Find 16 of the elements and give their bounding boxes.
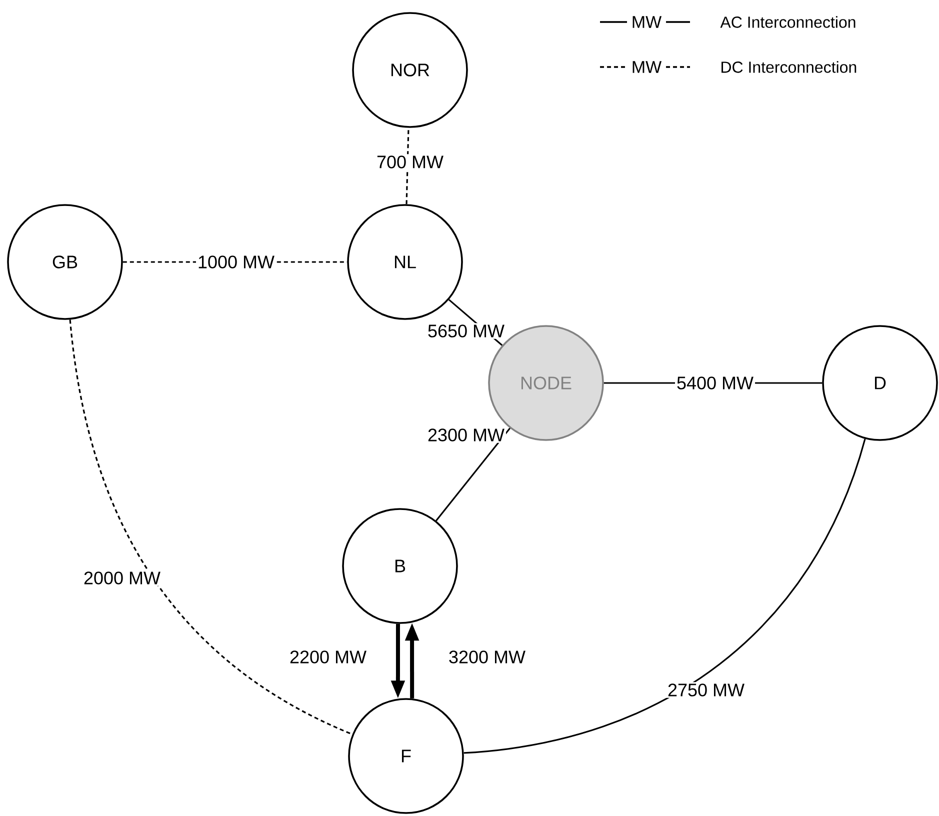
edge-label: 1000 MW [196,254,276,270]
connector-line [436,428,511,522]
edge-label: 2200 MW [288,649,368,665]
legend-text: DC Interconnection [722,61,856,73]
connector-line [69,320,353,736]
legend-text: AC Interconnection [720,16,856,28]
edge-label: 2000 MW [82,570,162,586]
legend-sample: MW [599,61,691,73]
edge-label: 700 MW [375,154,446,170]
edge-label: 3200 MW [447,649,528,665]
edge-label: 2750 MW [666,682,746,698]
legend-sample: MW [599,16,691,28]
edge-label: 5650 MW [426,323,506,339]
connector-line [464,438,866,754]
edge-label: 5400 MW [675,375,756,391]
edge-label: 2300 MW [426,427,506,443]
